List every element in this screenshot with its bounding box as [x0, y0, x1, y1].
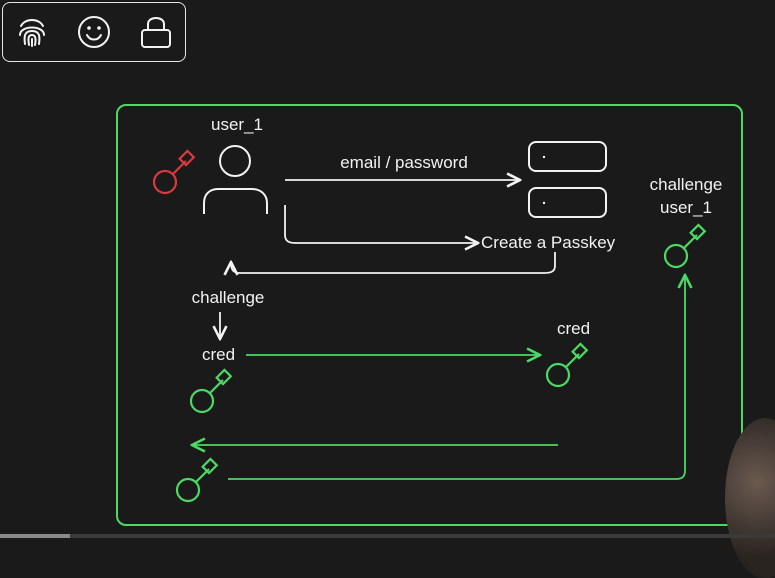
- green-key-icon-left: [189, 368, 233, 414]
- input-box-2: [528, 187, 607, 218]
- fingerprint-icon[interactable]: [13, 13, 51, 51]
- red-key-icon: [152, 149, 196, 195]
- challenge-label-right: challenge: [649, 175, 723, 194]
- green-key-icon-bottom: [175, 457, 219, 503]
- email-password-label: email / password: [340, 153, 468, 172]
- user-label-right: user_1: [660, 198, 712, 217]
- user-icon: [203, 145, 268, 214]
- diagram-frame: [116, 104, 743, 526]
- video-progress-bar[interactable]: [0, 534, 775, 538]
- green-key-icon-right: [545, 342, 589, 388]
- lock-icon[interactable]: [137, 13, 175, 51]
- return-arrow: [231, 252, 556, 273]
- create-passkey-label: Create a Passkey: [481, 233, 616, 252]
- cred-label-right: cred: [557, 319, 591, 338]
- verify-arrow: [228, 275, 685, 480]
- form-inputs: [528, 141, 607, 218]
- video-progress-fill: [0, 534, 70, 538]
- challenge-label: challenge: [191, 288, 265, 307]
- user-label: user_1: [211, 115, 263, 134]
- smiley-icon[interactable]: [75, 13, 113, 51]
- toolbar: [2, 2, 186, 62]
- cred-label-left: cred: [202, 345, 236, 364]
- passkey-diagram: [116, 104, 743, 526]
- input-box-1: [528, 141, 607, 172]
- create-passkey-arrow: [284, 205, 478, 243]
- green-key-icon-top-right: [663, 223, 707, 269]
